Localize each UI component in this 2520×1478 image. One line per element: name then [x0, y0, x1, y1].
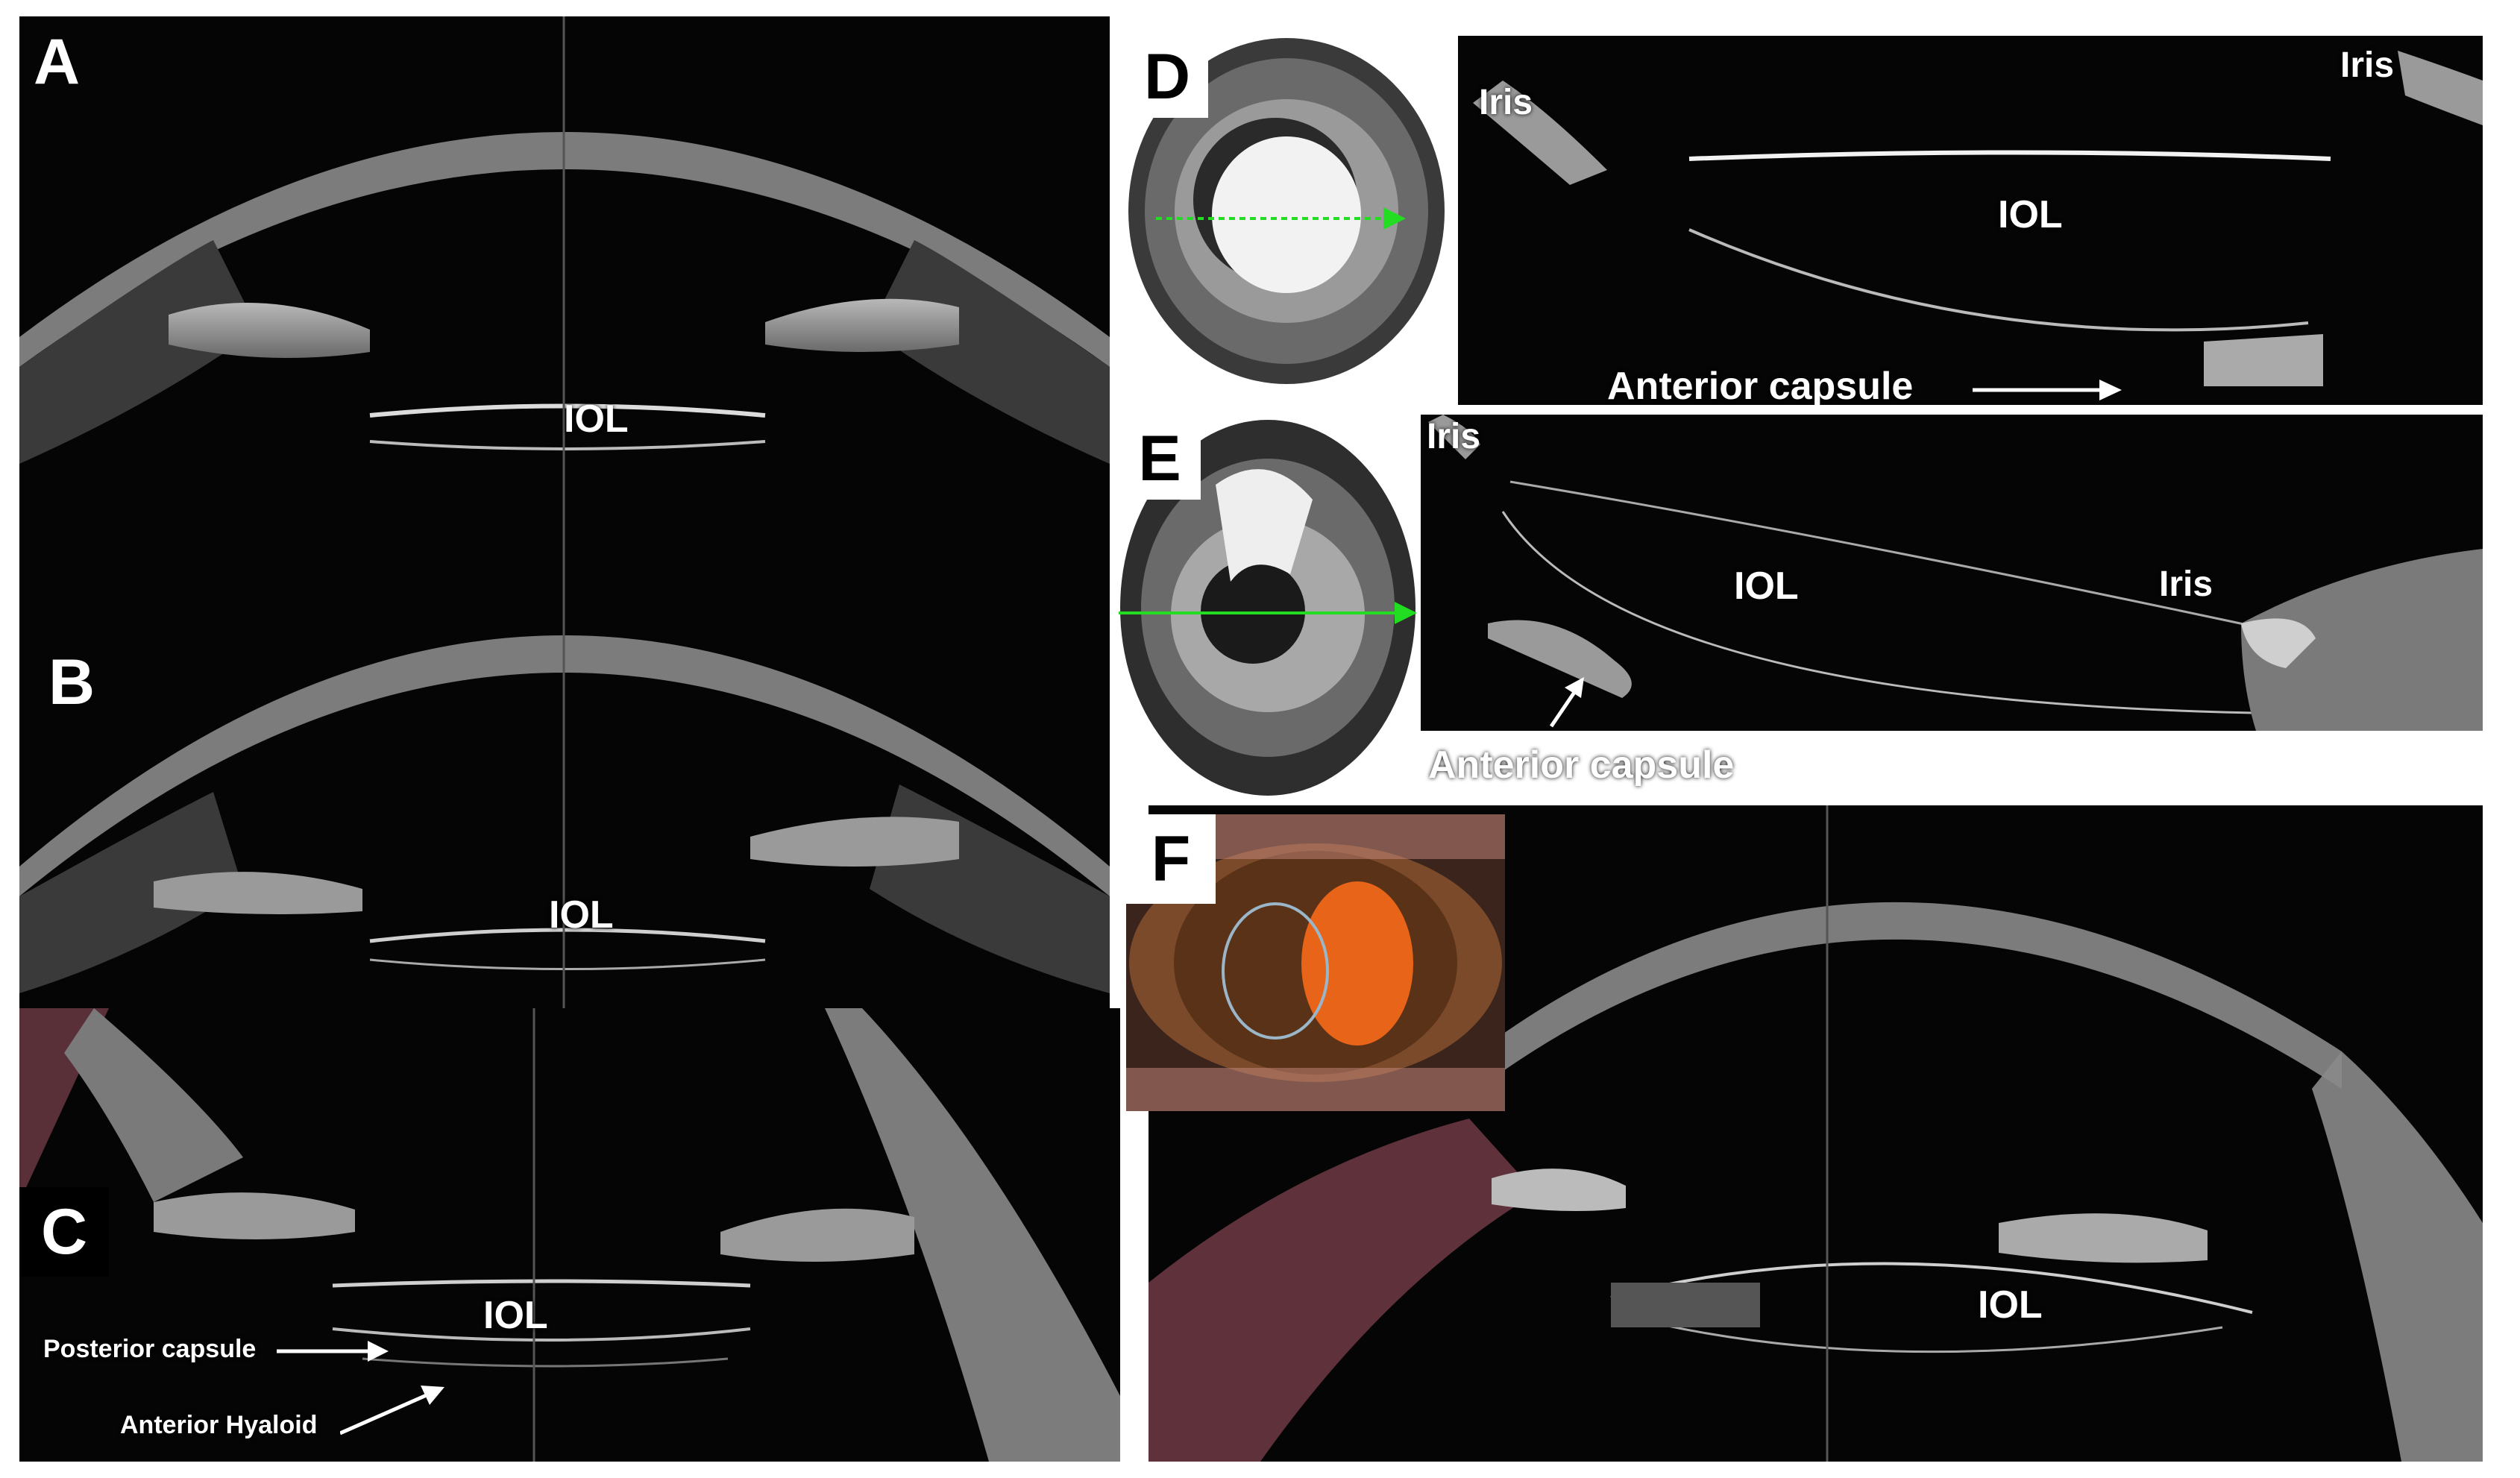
panel-c-oct-scan: C IOL Posterior capsule Anterior Hyaloid	[19, 1008, 1120, 1462]
panel-d-letter: D	[1126, 36, 1208, 118]
panel-a-iol-label: IOL	[564, 397, 629, 441]
panel-c-image	[19, 1008, 1120, 1462]
panel-e-anterior-capsule-arrow-icon	[1549, 677, 1584, 728]
panel-d-oct-scan: Iris Iris IOL Anterior capsule	[1458, 36, 2483, 405]
panel-f-letter: F	[1126, 814, 1216, 904]
panel-d-anterior-capsule-label: Anterior capsule	[1607, 365, 1914, 405]
panel-c-letter: C	[19, 1187, 109, 1277]
posterior-capsule-label: Posterior capsule	[43, 1335, 257, 1363]
panel-f-scan-image	[1149, 805, 2483, 1462]
panel-f-iol-label: IOL	[1978, 1283, 2043, 1327]
panel-b-oct-scan: B IOL	[19, 538, 1110, 1008]
anterior-hyaloid-label: Anterior Hyaloid	[120, 1411, 318, 1439]
panel-d-scan-image	[1473, 51, 2483, 386]
panel-f-slit-lamp-photo: F	[1126, 814, 1505, 1111]
panel-c-iol-label: IOL	[483, 1294, 548, 1337]
panel-d-anterior-capsule-arrow-icon	[1973, 380, 2122, 400]
anterior-hyaloid-arrow-icon	[340, 1386, 444, 1435]
panel-f-eye-image	[1126, 814, 1505, 1111]
panel-d-eye-image	[1128, 38, 1445, 384]
panel-a-letter: A	[33, 26, 81, 98]
posterior-capsule-arrow-icon	[277, 1341, 389, 1362]
panel-e-scale-bar-label: 200 µm	[1135, 768, 1175, 781]
panel-b-iol-label: IOL	[549, 893, 614, 937]
panel-e-iris-left-label: Iris	[1427, 417, 1481, 456]
panel-d-iris-right-label: Iris	[2340, 45, 2395, 85]
panel-e-letter: E	[1119, 418, 1201, 500]
panel-a-oct-scan: A IOL	[19, 16, 1110, 538]
panel-b-letter: B	[48, 647, 95, 718]
panel-e-iol-label: IOL	[1734, 565, 1799, 608]
panel-e-anterior-capsule-label: Anterior capsule	[1428, 743, 1735, 787]
panel-e-oct-scan: Iris Iris IOL	[1421, 415, 2483, 731]
panel-e-eye-photo: E 200 µm	[1119, 418, 1417, 798]
panel-e-iris-right-label: Iris	[2159, 565, 2213, 604]
panel-d-iol-label: IOL	[1998, 193, 2063, 236]
panel-e-eye-image	[1119, 420, 1417, 796]
panel-d-iris-left-label: Iris	[1479, 83, 1533, 122]
panel-d-eye-photo: D	[1126, 36, 1447, 386]
panel-b-image	[19, 538, 1110, 1008]
panel-e-scan-image	[1428, 415, 2483, 731]
panel-a-image	[19, 16, 1110, 538]
